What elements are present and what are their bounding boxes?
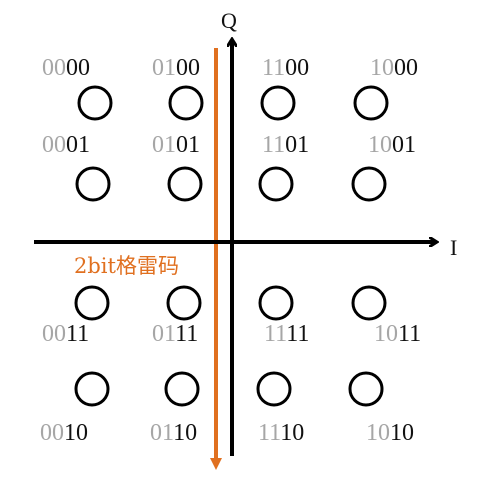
bit-label: 0010 (40, 420, 88, 446)
constellation-point (74, 285, 110, 321)
bit-label: 0001 (42, 132, 90, 158)
constellation-point (168, 85, 204, 121)
q-axis-label: Q (221, 8, 237, 33)
constellation-point (75, 166, 111, 202)
constellation-point (77, 85, 113, 121)
bit-label: 1111 (264, 321, 309, 347)
bit-label: 0000 (42, 55, 90, 81)
bit-label: 1001 (368, 132, 416, 158)
bit-label: 1101 (262, 132, 309, 158)
constellation-point (164, 371, 200, 407)
bit-label: 1010 (366, 420, 414, 446)
constellation-point (258, 285, 294, 321)
constellation-point (260, 85, 296, 121)
constellation-point (166, 285, 202, 321)
constellation-point (167, 166, 203, 202)
bit-label: 0011 (42, 321, 89, 347)
i-axis-label: I (450, 235, 457, 260)
bit-label: 0100 (152, 55, 200, 81)
bit-labels: 0000 0100 1100 1000 0001 0101 1101 1001 … (40, 55, 421, 446)
bit-label: 0101 (152, 132, 200, 158)
annotation-label: 2bit格雷码 (74, 254, 179, 278)
constellation-point (351, 285, 387, 321)
bit-label: 1011 (374, 321, 421, 347)
constellation-point (353, 85, 389, 121)
constellation-point (351, 166, 387, 202)
constellation-point (258, 166, 294, 202)
constellation-point (256, 371, 292, 407)
constellation-point (348, 371, 384, 407)
bit-label: 1100 (262, 55, 309, 81)
bit-label: 1110 (258, 420, 304, 446)
bit-label: 0110 (150, 420, 197, 446)
bit-label: 0111 (152, 321, 198, 347)
bit-label: 1000 (370, 55, 418, 81)
constellation-points (74, 85, 389, 407)
constellation-point (74, 371, 110, 407)
